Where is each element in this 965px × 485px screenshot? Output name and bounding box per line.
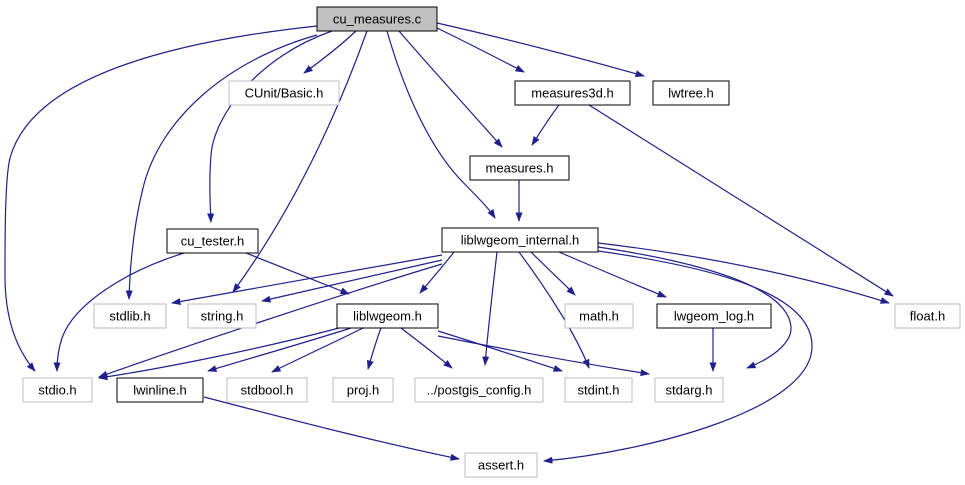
node-stdlib-h: stdlib.h [93,303,167,329]
include-edge-liblwgeom-h-to-stdio-h [98,327,340,381]
include-edge-liblwgeom-h-to-proj-h [366,327,382,370]
include-edge-cu-measures-c-to-lwtree-h [436,22,645,78]
include-edge-cu-measures-c-to-stdio-h [4,25,318,372]
node-lwinline-h[interactable]: lwinline.h [116,377,204,403]
node-box-cu-measures-c [316,6,438,32]
include-edge-liblwgeom-internal-h-to-postgis-config-h [482,251,498,366]
edges-layer [4,22,894,464]
include-edge-cu-measures-c-to-cunit-basic-h [303,30,357,74]
include-edge-cu-measures-c-to-measures3d-h [436,27,525,73]
include-edge-liblwgeom-h-to-stdarg-h [437,335,650,377]
include-edge-cu-measures-c-to-string-h [232,30,368,293]
node-cu-tester-h[interactable]: cu_tester.h [166,228,259,254]
node-proj-h: proj.h [332,377,394,403]
include-edge-liblwgeom-internal-h-to-lwgeom-log-h [558,251,667,298]
include-edge-liblwgeom-internal-h-to-float-h [597,242,890,304]
node-label-string-h: string.h [201,309,244,324]
node-box-float-h [894,303,961,329]
include-edge-liblwgeom-internal-h-to-string-h [261,259,443,303]
node-box-lwinline-h[interactable] [116,377,204,403]
include-edge-lwinline-h-to-assert-h [203,396,460,461]
node-cu-measures-c: cu_measures.c [316,6,438,32]
include-edge-measures3d-h-to-float-h [588,104,894,297]
node-label-stdio-h: stdio.h [38,383,76,398]
node-box-math-h [564,303,634,329]
node-lwgeom-log-h[interactable]: lwgeom_log.h [656,303,772,329]
node-assert-h: assert.h [464,452,538,478]
node-label-lwtree-h: lwtree.h [668,86,714,101]
node-stdio-h: stdio.h [22,377,93,403]
node-box-stdarg-h [654,377,724,403]
node-stdbool-h: stdbool.h [226,377,308,403]
node-postgis-config-h: ../postgis_config.h [414,377,544,403]
node-float-h: float.h [894,303,961,329]
node-lwtree-h[interactable]: lwtree.h [652,80,730,106]
node-label-math-h: math.h [579,309,619,324]
node-liblwgeom-internal-h[interactable]: liblwgeom_internal.h [441,227,599,253]
node-box-cu-tester-h[interactable] [166,228,259,254]
node-label-liblwgeom-h: liblwgeom.h [353,309,422,324]
node-box-measures-h[interactable] [469,155,570,181]
node-box-liblwgeom-internal-h[interactable] [441,227,599,253]
node-box-stdbool-h [226,377,308,403]
node-label-measures-h: measures.h [486,161,554,176]
node-liblwgeom-h[interactable]: liblwgeom.h [336,303,439,329]
node-cunit-basic-h: CUnit/Basic.h [228,80,340,106]
node-label-postgis-config-h: ../postgis_config.h [427,383,532,398]
node-stdarg-h: stdarg.h [654,377,724,403]
node-box-lwtree-h[interactable] [652,80,730,106]
node-label-stdlib-h: stdlib.h [109,309,150,324]
include-edge-liblwgeom-internal-h-to-assert-h [543,250,813,464]
node-box-string-h [187,303,257,329]
include-edge-cu-measures-c-to-cu-tester-h [207,30,333,223]
node-label-measures3d-h: measures3d.h [531,86,613,101]
node-label-stdint-h: stdint.h [578,383,620,398]
include-edge-liblwgeom-h-to-stdint-h [437,330,563,372]
node-label-cu-measures-c: cu_measures.c [333,12,422,27]
include-edge-liblwgeom-internal-h-to-liblwgeom-h [419,251,455,294]
node-box-stdlib-h [93,303,167,329]
include-edge-liblwgeom-internal-h-to-stdarg-h [597,246,792,369]
include-edge-liblwgeom-h-to-stdbool-h [271,327,364,373]
node-label-lwinline-h: lwinline.h [133,383,186,398]
include-edge-liblwgeom-h-to-lwinline-h [207,327,352,372]
node-label-proj-h: proj.h [347,383,380,398]
node-box-stdio-h [22,377,93,403]
include-edge-liblwgeom-internal-h-to-stdint-h [518,251,590,369]
include-edge-liblwgeom-internal-h-to-stdio-h [98,263,443,378]
node-stdint-h: stdint.h [564,377,633,403]
include-edge-cu-tester-h-to-stdio-h [53,252,185,372]
node-math-h: math.h [564,303,634,329]
node-box-measures3d-h[interactable] [514,80,631,106]
node-label-stdarg-h: stdarg.h [666,383,713,398]
node-measures3d-h[interactable]: measures3d.h [514,80,631,106]
node-box-stdint-h [564,377,633,403]
node-label-lwgeom-log-h: lwgeom_log.h [674,309,754,324]
node-label-stdbool-h: stdbool.h [241,383,294,398]
node-string-h: string.h [187,303,257,329]
include-edge-cu-measures-c-to-stdlib-h [125,34,318,300]
include-edge-cu-measures-c-to-liblwgeom-internal-h [386,30,496,219]
node-measures-h[interactable]: measures.h [469,155,570,181]
node-label-assert-h: assert.h [478,458,524,473]
node-box-liblwgeom-h[interactable] [336,303,439,329]
include-edge-cu-measures-c-to-measures-h [398,30,503,148]
node-box-lwgeom-log-h[interactable] [656,303,772,329]
node-box-proj-h [332,377,394,403]
include-edge-liblwgeom-internal-h-to-stdlib-h [171,254,443,305]
node-label-float-h: float.h [910,309,945,324]
node-label-liblwgeom-internal-h: liblwgeom_internal.h [461,233,580,248]
include-edge-liblwgeom-h-to-postgis-config-h [400,327,453,369]
node-box-postgis-config-h [414,377,544,403]
node-label-cunit-basic-h: CUnit/Basic.h [245,86,324,101]
include-edge-cu-tester-h-to-liblwgeom-h [245,252,350,295]
node-label-cu-tester-h: cu_tester.h [181,234,245,249]
include-edge-liblwgeom-internal-h-to-math-h [530,251,576,296]
node-box-assert-h [464,452,538,478]
node-box-cunit-basic-h [228,80,340,106]
include-edge-measures3d-h-to-measures-h [531,104,560,146]
